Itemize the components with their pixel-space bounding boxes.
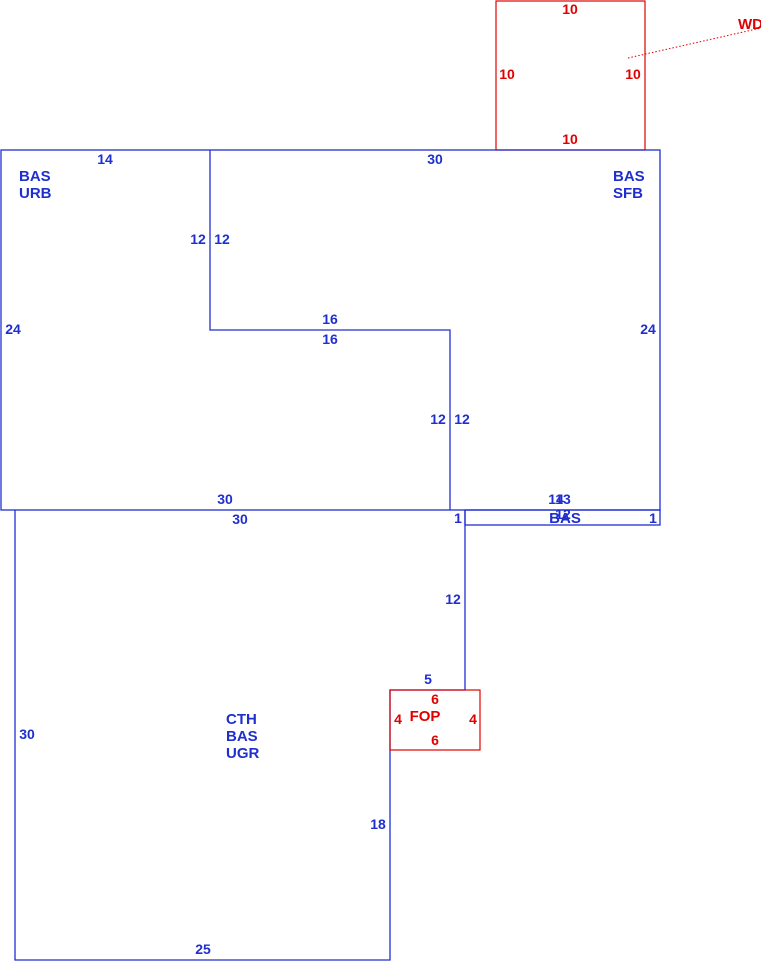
fop-dim-4-left: 4 [394, 711, 402, 727]
cth-label-2: BAS [226, 728, 258, 745]
cth-dim-18: 18 [370, 816, 386, 832]
dim-left: 24 [5, 321, 21, 337]
dim-notch-12-right: 12 [214, 231, 230, 247]
dim-bottom-30-outer: 30 [232, 511, 248, 527]
dim-notch-16-bottom: 16 [322, 331, 338, 347]
fop-dim-6-top: 6 [431, 691, 439, 707]
cth-bas-ugr-outline [14, 510, 466, 961]
fop-outline [389, 689, 481, 751]
dim-notch-16-top: 16 [322, 311, 338, 327]
bas-urb-label-1: BAS [19, 168, 51, 185]
cth-dim-5: 5 [424, 671, 432, 687]
small-dim-14: 14 [548, 491, 564, 507]
wd-label: WD [738, 16, 761, 33]
wd-dim-left: 10 [499, 66, 515, 82]
cth-dim-25: 25 [195, 941, 211, 957]
bas-sfb-label-1: BAS [613, 168, 645, 185]
bas-urb-label-2: URB [19, 185, 52, 202]
fop-label: FOP [410, 708, 441, 725]
dim-mid-12-left: 12 [430, 411, 446, 427]
small-dim-1-left: 1 [454, 510, 462, 526]
small-dim-12: 12 [555, 506, 571, 522]
bas-sfb-label-2: SFB [613, 185, 643, 202]
fop-dim-6-bottom: 6 [431, 732, 439, 748]
main-bas-outline [0, 149, 661, 511]
dim-bottom-30-inner: 30 [217, 491, 233, 507]
dim-right: 24 [640, 321, 656, 337]
small-bas-label: BAS [549, 510, 581, 527]
urb-sfb-divider [209, 150, 451, 510]
dim-top-left: 14 [97, 151, 113, 167]
dim-notch-12-left: 12 [190, 231, 206, 247]
wd-dim-right: 10 [625, 66, 641, 82]
small-dim-1-right: 1 [649, 510, 657, 526]
wd-dim-top: 10 [562, 1, 578, 17]
dim-top-right: 30 [427, 151, 443, 167]
wd-deck-outline [495, 0, 646, 151]
cth-dim-12: 12 [445, 591, 461, 607]
fop-dim-4-right: 4 [469, 711, 477, 727]
wd-dim-bottom: 10 [562, 131, 578, 147]
cth-label-1: CTH [226, 711, 257, 728]
dim-mid-12-right: 12 [454, 411, 470, 427]
cth-label-3: UGR [226, 745, 260, 762]
small-dim-13: 13 [555, 491, 571, 507]
cth-dim-30: 30 [19, 726, 35, 742]
